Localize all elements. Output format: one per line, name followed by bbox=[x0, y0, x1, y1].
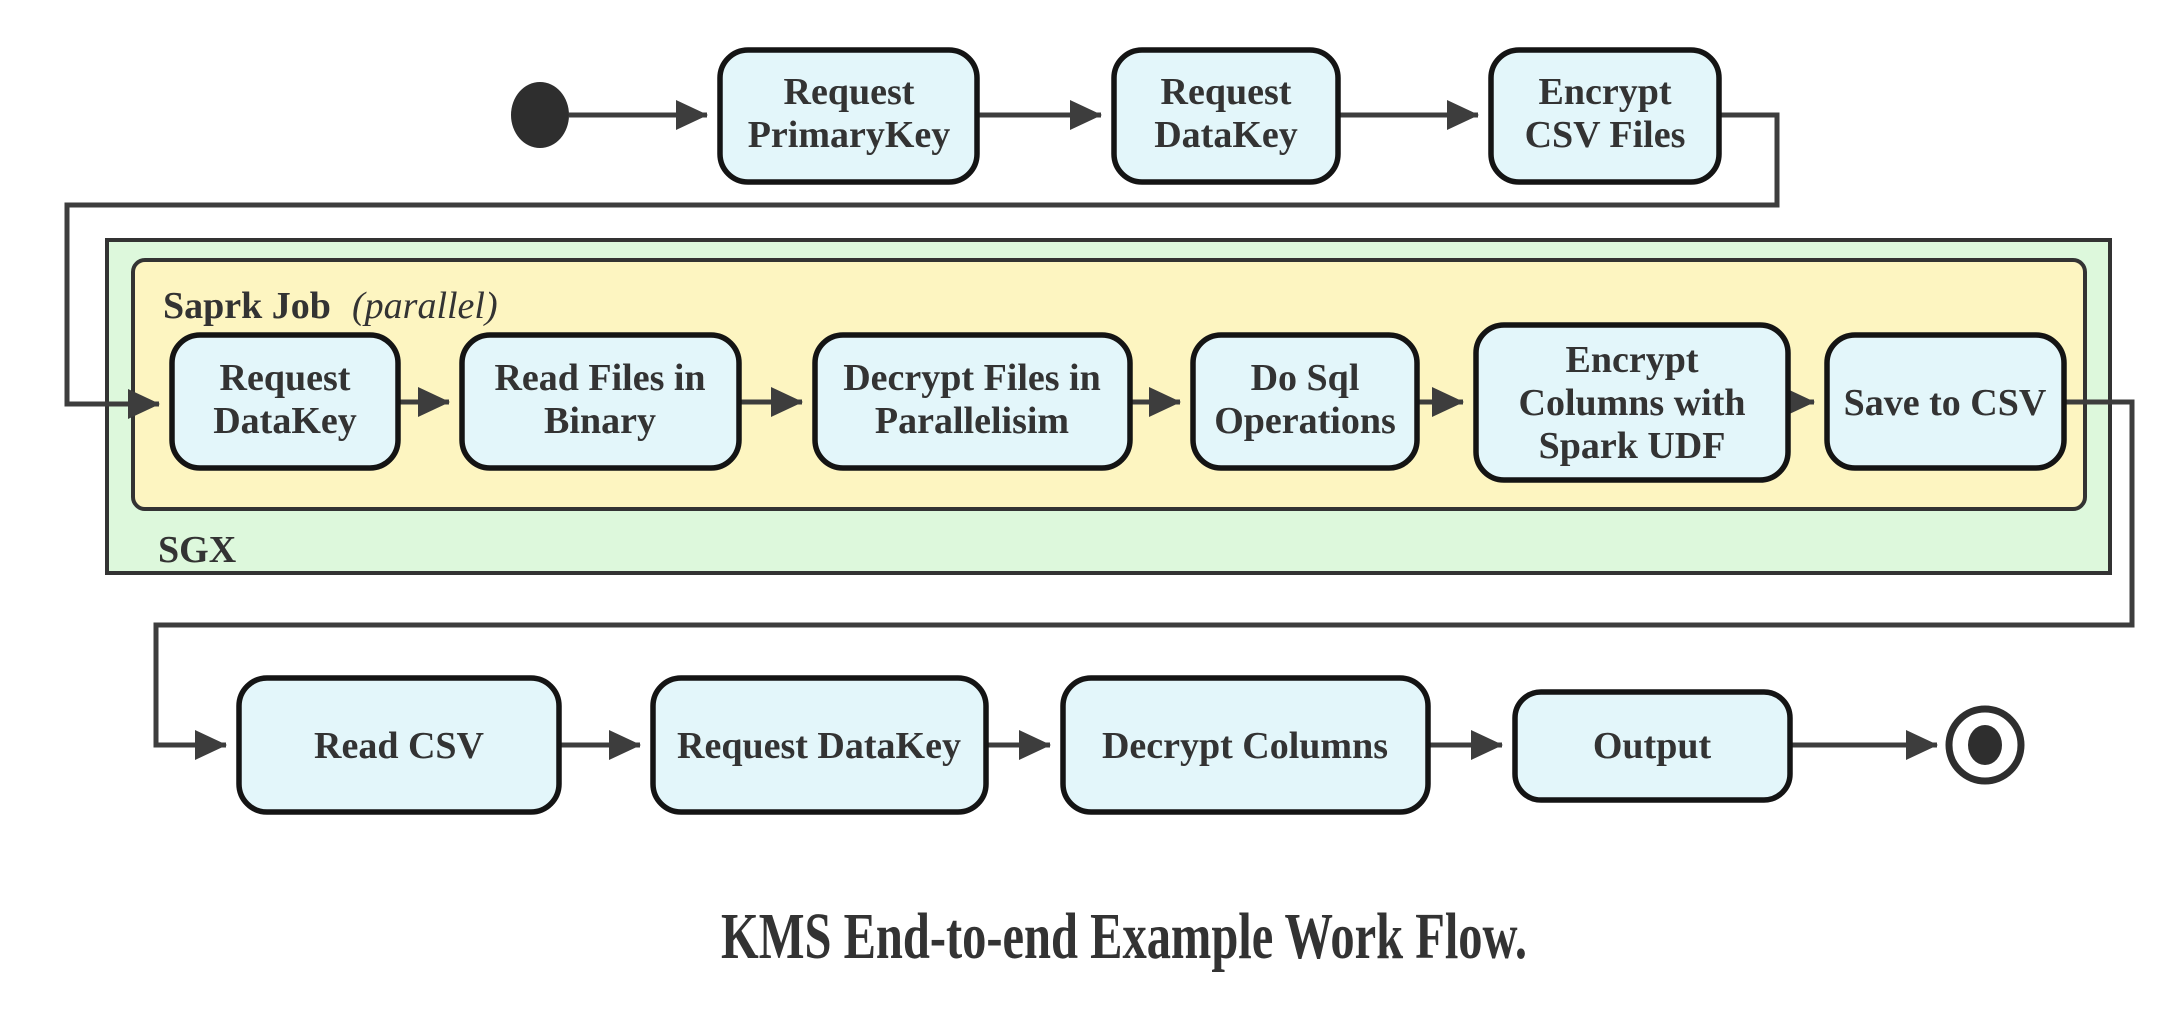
node-label: Read Files in bbox=[494, 357, 705, 399]
node-label: Save to CSV bbox=[1844, 382, 2047, 424]
node-save-to-csv bbox=[1824, 332, 2067, 471]
sgx-label: SGX bbox=[158, 529, 236, 571]
node-label: DataKey bbox=[213, 400, 357, 442]
node-label: Parallelisim bbox=[875, 400, 1069, 442]
node-label: Spark UDF bbox=[1539, 425, 1726, 467]
diagram-caption: KMS End-to-end Example Work Flow. bbox=[721, 900, 1527, 973]
node-label: Output bbox=[1593, 725, 1712, 767]
labels: Saprk Job (parallel) SGX Request Primary… bbox=[158, 71, 2047, 973]
start-state-icon bbox=[511, 82, 569, 148]
edges bbox=[64, 100, 2135, 760]
node-label: Request bbox=[1161, 71, 1292, 113]
node-label: Columns with bbox=[1519, 382, 1746, 424]
node-label: Read CSV bbox=[314, 725, 485, 767]
node-label: Decrypt Columns bbox=[1102, 725, 1388, 767]
spark-job-label: Saprk Job bbox=[163, 285, 331, 327]
node-label: CSV Files bbox=[1525, 114, 1686, 156]
node-read-csv bbox=[236, 675, 562, 815]
edge-encrypt-csv-to-sgx-request-datakey bbox=[64, 112, 1780, 419]
node-request-primarykey bbox=[717, 47, 980, 185]
node-label: Binary bbox=[544, 400, 656, 442]
node-label: Encrypt bbox=[1566, 339, 1699, 381]
end-state-icon bbox=[1945, 705, 2025, 785]
state-nodes bbox=[169, 47, 2067, 815]
edge-save-csv-to-read-csv bbox=[153, 399, 2135, 760]
node-label: Request bbox=[784, 71, 915, 113]
node-encrypt-csv-files bbox=[1488, 47, 1722, 185]
node-label: Operations bbox=[1214, 400, 1396, 442]
node-label: Do Sql bbox=[1251, 357, 1360, 399]
node-label: Encrypt bbox=[1539, 71, 1672, 113]
node-decrypt-files-in-parallelisim bbox=[812, 332, 1133, 471]
node-request-datakey-sgx bbox=[169, 332, 401, 471]
node-label: DataKey bbox=[1154, 114, 1298, 156]
node-decrypt-columns bbox=[1060, 675, 1431, 815]
node-request-datakey-top bbox=[1111, 47, 1341, 185]
node-label: Request bbox=[220, 357, 351, 399]
node-label: Decrypt Files in bbox=[843, 357, 1101, 399]
end-state-inner-dot bbox=[1968, 725, 2002, 765]
node-output bbox=[1512, 689, 1793, 803]
spark-job-parallel-label: (parallel) bbox=[352, 285, 498, 327]
node-label: Request DataKey bbox=[677, 725, 961, 767]
node-label: PrimaryKey bbox=[748, 114, 951, 156]
node-do-sql-operations bbox=[1190, 332, 1420, 471]
node-encrypt-columns-with-spark-udf bbox=[1473, 322, 1791, 483]
node-request-datakey-out bbox=[650, 675, 989, 815]
node-read-files-in-binary bbox=[459, 332, 742, 471]
